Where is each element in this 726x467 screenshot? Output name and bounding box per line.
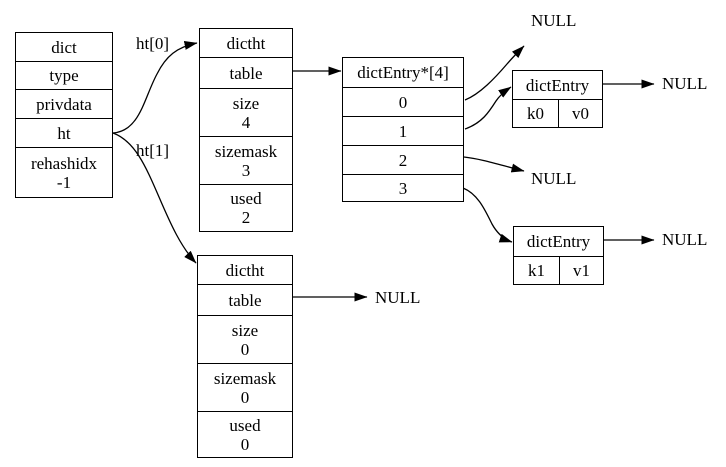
bucket-array-box: dictEntry*[4] 0 1 2 3 <box>342 57 464 202</box>
dictht0-box: dictht table size 4 sizemask 3 used 2 <box>199 28 293 232</box>
dict-box-title: dict <box>51 37 77 57</box>
dictht1-title-cell: dictht <box>198 256 292 284</box>
dictht0-title: dictht <box>226 33 266 53</box>
dictht1-size-cell: size 0 <box>198 315 292 363</box>
dictht1-table-label: table <box>228 290 262 310</box>
dictht1-title: dictht <box>225 260 265 280</box>
edge-label-ht0: ht[0] <box>136 34 170 53</box>
dictentry0-title: dictEntry <box>525 75 590 95</box>
dictht1-sizemask-label: sizemask <box>213 368 277 388</box>
dict-box-rehashidx-label: rehashidx <box>30 153 98 173</box>
bucket-slot-2: 2 <box>343 145 463 174</box>
edge-bucket1-to-entry0 <box>464 86 512 130</box>
dictht0-used-label: used <box>230 189 262 208</box>
bucket-slot-1: 1 <box>343 116 463 145</box>
dict-box-rehashidx-value: -1 <box>56 172 72 192</box>
bucket-slot-0: 0 <box>343 87 463 116</box>
null-label-entry1-next: NULL <box>662 230 708 249</box>
dict-box-ht-label: ht <box>57 123 71 143</box>
dictentry1-box: dictEntry k1 v1 <box>513 226 604 285</box>
dict-box-type-cell: type <box>16 61 112 89</box>
dictentry0-value: v0 <box>572 104 589 123</box>
dict-box-privdata-cell: privdata <box>16 89 112 118</box>
dictht0-table-label: table <box>229 63 263 83</box>
dictentry1-key: k1 <box>528 261 545 280</box>
dictht1-size-value: 0 <box>240 339 250 359</box>
edge-label-ht1: ht[1] <box>136 141 170 160</box>
null-label-bucket0: NULL <box>531 11 577 30</box>
bucket-array-title-cell: dictEntry*[4] <box>343 58 463 87</box>
dictentry1-value-cell: v1 <box>560 257 603 284</box>
dictentry1-title-cell: dictEntry <box>514 227 603 256</box>
dict-box: dict type privdata ht rehashidx -1 <box>15 32 113 198</box>
dictht0-sizemask-label: sizemask <box>214 141 278 161</box>
bucket-slot-3-label: 3 <box>398 178 408 198</box>
dictht1-size-label: size <box>231 320 259 340</box>
dictentry0-value-cell: v0 <box>559 100 602 127</box>
dict-box-ht-cell: ht <box>16 118 112 147</box>
bucket-slot-3: 3 <box>343 174 463 201</box>
dictht0-size-value: 4 <box>241 112 251 132</box>
dictht1-sizemask-cell: sizemask 0 <box>198 363 292 411</box>
dict-box-rehashidx-cell: rehashidx -1 <box>16 147 112 197</box>
edge-bucket3-to-entry1 <box>462 187 513 243</box>
dict-box-privdata-label: privdata <box>36 94 92 114</box>
dictht0-table-cell: table <box>200 57 292 88</box>
dictentry1-value: v1 <box>573 261 590 280</box>
dictht1-box: dictht table size 0 sizemask 0 used 0 <box>197 255 293 458</box>
dictht0-sizemask-cell: sizemask 3 <box>200 136 292 184</box>
bucket-slot-1-label: 1 <box>398 121 408 141</box>
dictht1-used-label: used <box>229 415 261 435</box>
dict-box-title-cell: dict <box>16 33 112 61</box>
edge-ht0 <box>112 41 198 134</box>
dictentry0-kv-row: k0 v0 <box>513 99 602 127</box>
bucket-array-title: dictEntry*[4] <box>357 63 449 82</box>
dictht1-table-cell: table <box>198 284 292 315</box>
dictht0-used-value: 2 <box>241 208 251 227</box>
dictentry1-title: dictEntry <box>526 232 591 251</box>
bucket-slot-0-label: 0 <box>398 92 408 112</box>
dictht0-size-cell: size 4 <box>200 88 292 136</box>
bucket-slot-2-label: 2 <box>398 150 408 170</box>
dictht0-sizemask-value: 3 <box>241 160 251 180</box>
null-label-entry0-next: NULL <box>662 74 708 93</box>
dictht1-used-value: 0 <box>240 434 250 454</box>
dictht0-size-label: size <box>232 93 260 113</box>
dict-box-type-label: type <box>49 66 79 85</box>
dictht1-used-cell: used 0 <box>198 411 292 457</box>
dictentry0-key-cell: k0 <box>513 100 559 127</box>
null-label-ht1-table: NULL <box>375 288 421 307</box>
null-label-bucket2: NULL <box>531 169 577 188</box>
dictentry1-kv-row: k1 v1 <box>514 256 603 284</box>
dictht0-title-cell: dictht <box>200 29 292 57</box>
dictentry1-key-cell: k1 <box>514 257 560 284</box>
dictht0-used-cell: used 2 <box>200 184 292 231</box>
edge-bucket2-to-null <box>463 156 525 173</box>
dictentry0-title-cell: dictEntry <box>513 71 602 99</box>
dictentry0-key: k0 <box>527 104 544 123</box>
dictht1-sizemask-value: 0 <box>240 387 250 407</box>
dictentry0-box: dictEntry k0 v0 <box>512 70 603 128</box>
